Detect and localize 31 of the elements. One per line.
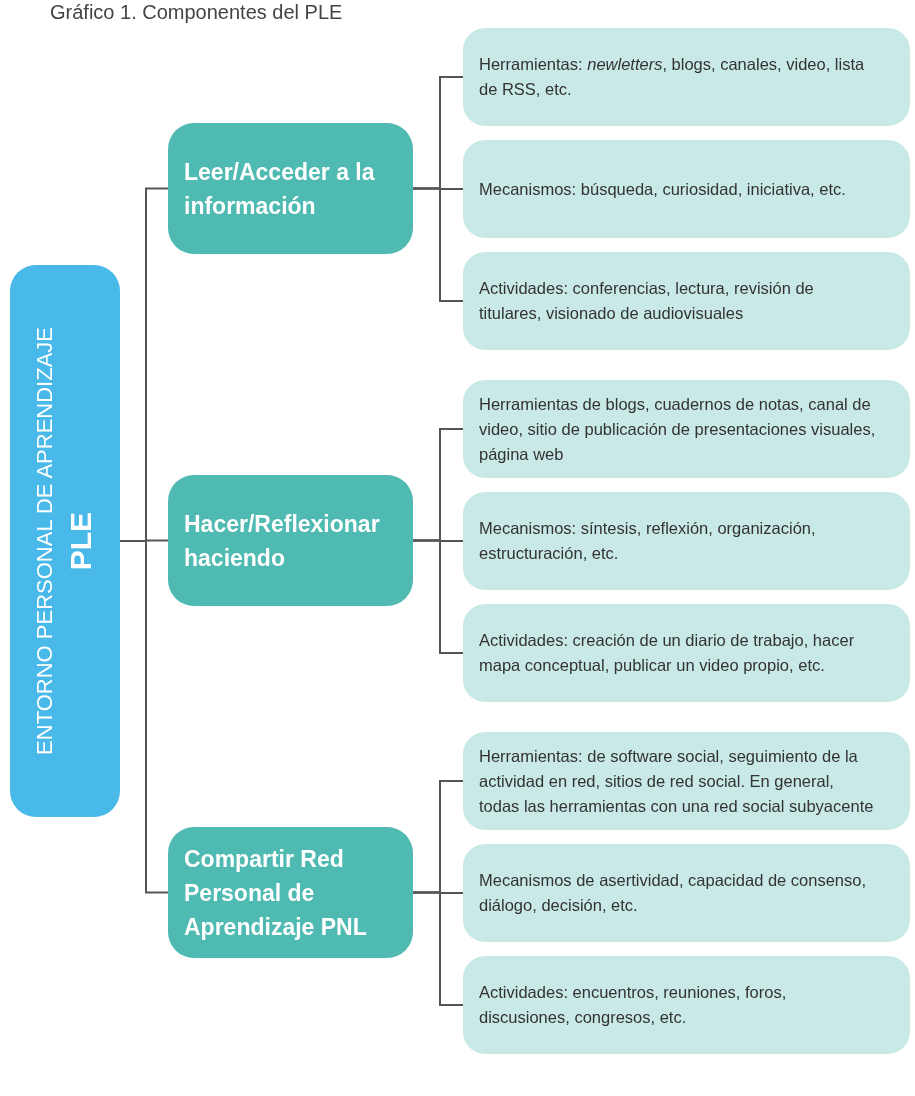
detail-box — [463, 956, 910, 1054]
category-box — [168, 475, 413, 606]
detail-text: Mecanismos: búsqueda, curiosidad, iniciativa, etc. — [479, 178, 846, 200]
connector-line — [412, 539, 464, 654]
detail-text: Herramientas de blogs, cuadernos de notas, canal de video, sitio de publicación de presentaciones visuales, página web — [479, 393, 877, 465]
detail-box — [463, 140, 910, 238]
category-box — [168, 123, 413, 254]
detail-text: Mecanismos: síntesis, reflexión, organización, estructuración, etc. — [479, 518, 817, 564]
category-label: Leer/Acceder a la información — [184, 157, 376, 221]
chart-title: Gráfico 1. Componentes del PLE — [50, 0, 343, 24]
detail-text: Actividades: creación de un diario de trabajo, hacer mapa conceptual, publicar un video propio, etc. — [479, 630, 856, 676]
detail-text: Herramientas: de software social, seguimiento de la actividad en red, sitios de red social. En general, todas las herramientas con una red social subyacente — [479, 745, 875, 817]
detail-box — [463, 492, 910, 590]
detail-text: Herramientas: newletters, blogs, canales, video, lista de RSS, etc. — [479, 54, 866, 100]
detail-box — [463, 732, 910, 830]
category-label: Compartir Red Personal de Aprendizaje PNL — [184, 844, 368, 942]
detail-box — [463, 28, 910, 126]
connector-line — [412, 187, 464, 302]
detail-text: Actividades: encuentros, reuniones, foros, discusiones, congresos, etc. — [479, 982, 788, 1028]
detail-box — [463, 604, 910, 702]
category-label: Hacer/Reflexionar haciendo — [184, 509, 381, 573]
root-title: ENTORNO PERSONAL DE APRENDIZAJE — [31, 327, 58, 755]
connector-line — [412, 891, 464, 1006]
detail-box — [463, 844, 910, 942]
root-box — [10, 265, 120, 817]
detail-box — [463, 252, 910, 350]
detail-text: Mecanismos de asertividad, capacidad de consenso, diálogo, decisión, etc. — [479, 870, 868, 916]
detail-text: Actividades: conferencias, lectura, revisión de titulares, visionado de audiovisuales — [479, 278, 815, 324]
detail-box — [463, 380, 910, 478]
root-acronym: PLE — [63, 511, 98, 571]
category-box — [168, 827, 413, 958]
